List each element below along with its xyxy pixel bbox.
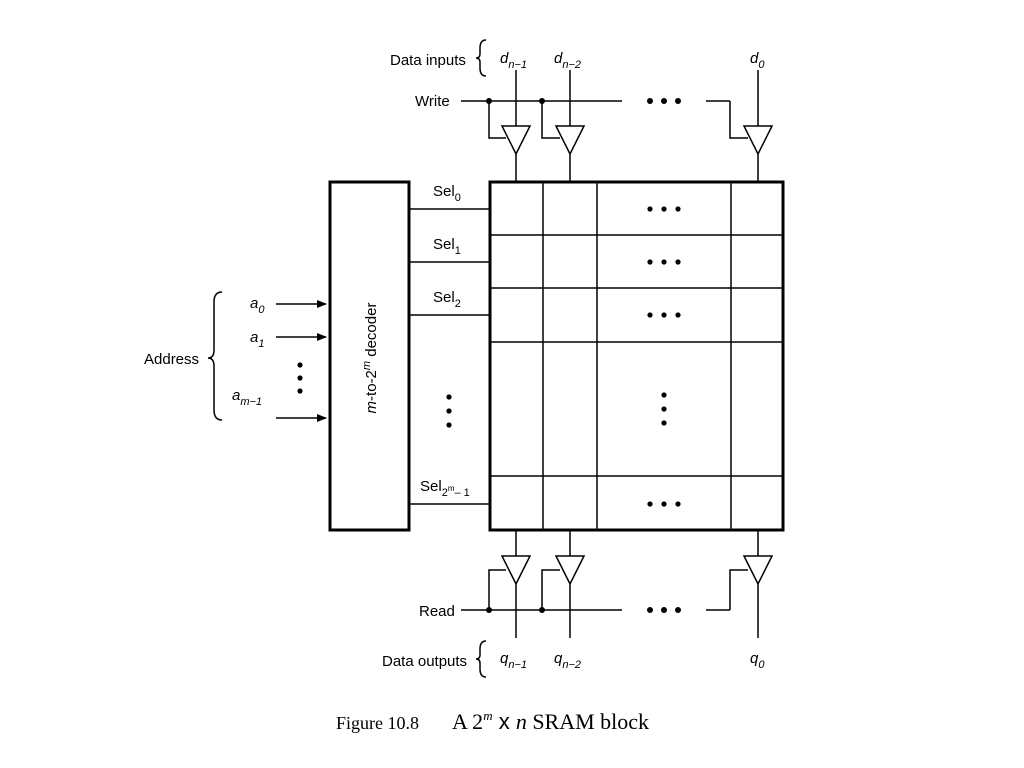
address-brace <box>207 291 223 421</box>
d-n-1-label: dn−1 <box>500 50 527 71</box>
sel-2-label: Sel2 <box>433 289 461 310</box>
sel-1-label: Sel1 <box>433 236 461 257</box>
memory-array <box>488 180 785 532</box>
a-0-label: a0 <box>250 295 265 316</box>
data-inputs-brace <box>475 39 487 77</box>
q-0-label: q0 <box>750 650 765 671</box>
output-buffer-0 <box>729 530 774 638</box>
address-label: Address <box>144 351 199 368</box>
data-outputs-brace <box>475 640 487 678</box>
input-buffer-n-1 <box>488 70 532 182</box>
sel-last-label: Sel2m– 1 <box>420 478 470 499</box>
write-line <box>461 98 730 104</box>
d-0-label: d0 <box>750 50 765 71</box>
q-n-2-label: qn−2 <box>554 650 581 671</box>
array-row-ellipses <box>647 206 681 507</box>
figure-number: Figure 10.8 <box>336 713 419 733</box>
data-outputs-label: Data outputs <box>382 653 467 670</box>
d-n-2-label: dn−2 <box>554 50 581 71</box>
output-buffer-n-2 <box>541 530 586 638</box>
input-buffer-n-2 <box>541 70 586 182</box>
output-buffer-n-1 <box>488 530 532 638</box>
data-inputs-label: Data inputs <box>390 52 466 69</box>
address-ellipsis <box>297 362 303 394</box>
write-label: Write <box>415 93 450 110</box>
read-label: Read <box>419 603 455 620</box>
figure-title: A 2m x n SRAM block <box>452 708 649 734</box>
a-m-1-label: am−1 <box>232 387 262 408</box>
input-buffer-0 <box>729 70 774 182</box>
q-n-1-label: qn−1 <box>500 650 527 671</box>
sel-0-label: Sel0 <box>433 183 461 204</box>
read-line <box>461 607 730 613</box>
a-1-label: a1 <box>250 329 264 350</box>
decoder-box <box>328 180 411 532</box>
sel-ellipsis <box>446 394 452 428</box>
decoder-label: m-to-2m decoder <box>361 303 380 414</box>
